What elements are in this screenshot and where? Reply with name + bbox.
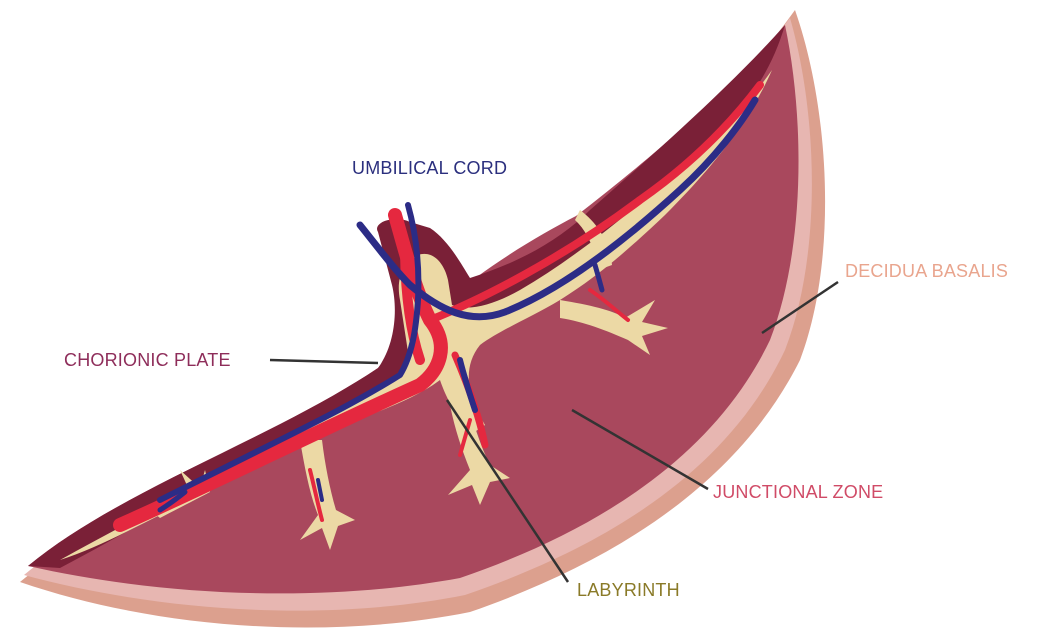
chorionic-plate-label: CHORIONIC PLATE	[64, 350, 231, 371]
labyrinth-label: LABYRINTH	[577, 580, 680, 601]
umbilical-cord-label: UMBILICAL CORD	[352, 158, 507, 179]
chorionic-plate-leader	[270, 360, 378, 363]
junctional-zone-label: JUNCTIONAL ZONE	[713, 482, 883, 503]
decidua-basalis-label: DECIDUA BASALIS	[845, 261, 1008, 282]
